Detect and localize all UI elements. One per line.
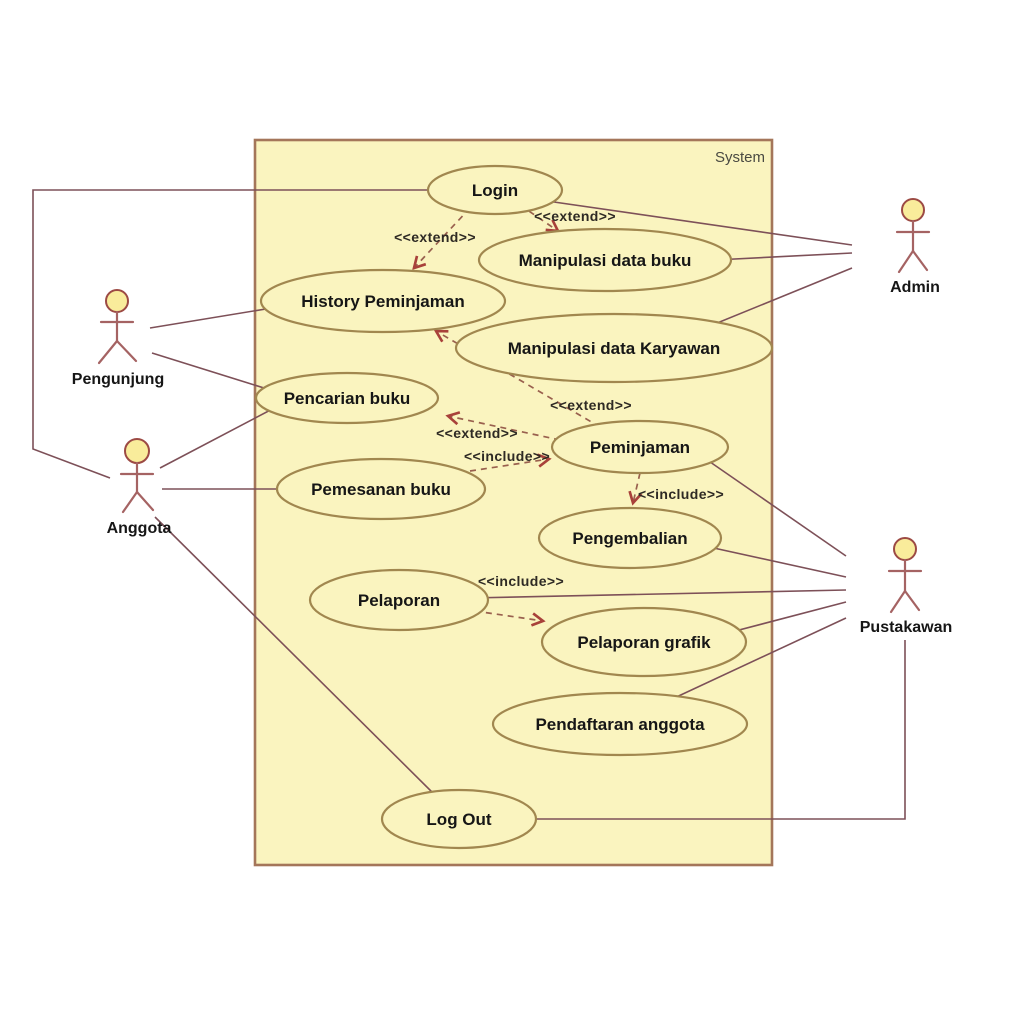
extend-label-peminjaman-history-peminjaman: <<extend>> (550, 397, 632, 413)
association-pustakawan-pendaftaran-anggota (669, 617, 847, 701)
actor-admin-head (901, 198, 925, 222)
association-admin-login (539, 199, 853, 246)
association-pustakawan-log-out (500, 640, 906, 820)
usecase-pemesanan-buku-ellipse (275, 457, 487, 521)
association-admin-manipulasi-data-buku (714, 252, 853, 261)
actor-pengunjung-head (105, 289, 129, 313)
include-arrow-peminjaman-pengembalian (633, 472, 640, 503)
association-anggota-log-out (154, 516, 441, 801)
usecase-pelaporan-grafik: Pelaporan grafik (540, 606, 748, 678)
usecase-peminjaman: Peminjaman (550, 419, 730, 475)
usecase-pengembalian-ellipse (537, 506, 723, 570)
usecase-manipulasi-data-buku-ellipse (477, 227, 733, 293)
usecase-login-label: Login (472, 181, 518, 200)
usecase-history-peminjaman: History Peminjaman (259, 268, 507, 334)
include-arrow-pelaporan-pelaporan-grafik (474, 610, 543, 621)
actor-pengunjung-right-leg (115, 339, 138, 363)
usecase-history-peminjaman-label: History Peminjaman (301, 292, 464, 311)
association-pustakawan-pelaporan (469, 589, 847, 599)
usecase-manipulasi-data-karyawan-label: Manipulasi data Karyawan (508, 339, 721, 358)
actor-pengunjung: Pengunjung (72, 289, 164, 388)
association-pengunjung-pencarian-buku (151, 352, 281, 394)
usecase-manipulasi-data-buku: Manipulasi data buku (477, 227, 733, 293)
usecase-pengembalian: Pengembalian (537, 506, 723, 570)
association-pustakawan-pengembalian (699, 544, 847, 578)
extend-label-peminjaman-pencarian-buku: <<extend>> (436, 425, 518, 441)
usecase-log-out: Log Out (380, 788, 538, 850)
usecase-manipulasi-data-karyawan-ellipse (454, 312, 774, 384)
actor-pustakawan: Pustakawan (860, 537, 952, 636)
actor-anggota-left-leg (121, 490, 139, 514)
usecase-pencarian-buku-label: Pencarian buku (284, 389, 411, 408)
usecase-pelaporan-grafik-ellipse (540, 606, 748, 678)
association-admin-manipulasi-data-karyawan (699, 267, 853, 331)
include-arrow-pemesanan-buku-peminjaman (469, 459, 549, 472)
usecase-manipulasi-data-buku-label: Manipulasi data buku (519, 251, 692, 270)
actor-anggota-head (124, 438, 150, 464)
usecase-peminjaman-ellipse (550, 419, 730, 475)
extend-arrow-peminjaman-pencarian-buku (448, 416, 561, 441)
actor-pustakawan-right-leg (903, 589, 921, 612)
usecase-pelaporan-grafik-label: Pelaporan grafik (577, 633, 711, 652)
association-pustakawan-pelaporan-grafik (719, 601, 847, 636)
association-anggota-pencarian-buku (159, 404, 281, 469)
usecase-pemesanan-buku: Pemesanan buku (275, 457, 487, 521)
extend-arrow-login-history-peminjaman (414, 207, 471, 268)
usecase-pendaftaran-anggota-label: Pendaftaran anggota (535, 715, 705, 734)
usecase-pencarian-buku: Pencarian buku (254, 371, 440, 425)
usecase-pencarian-buku-ellipse (254, 371, 440, 425)
usecase-pelaporan-label: Pelaporan (358, 591, 440, 610)
actor-pustakawan-head (893, 537, 917, 561)
usecase-pendaftaran-anggota-ellipse (491, 691, 749, 757)
usecase-manipulasi-data-karyawan: Manipulasi data Karyawan (454, 312, 774, 384)
include-label-pemesanan-buku-peminjaman: <<include>> (464, 448, 550, 464)
actor-pengunjung-label: Pengunjung (72, 371, 164, 388)
usecase-pelaporan: Pelaporan (308, 568, 490, 632)
actor-admin-left-leg (897, 249, 915, 274)
actor-pengunjung-left-leg (97, 339, 119, 365)
usecase-pemesanan-buku-label: Pemesanan buku (311, 480, 451, 499)
actor-admin-label: Admin (890, 279, 940, 296)
association-anggota-login (32, 189, 460, 479)
extend-arrow-login-manipulasi-data-buku (519, 204, 558, 231)
usecase-peminjaman-label: Peminjaman (590, 438, 690, 457)
usecase-pengembalian-label: Pengembalian (572, 529, 687, 548)
usecase-log-out-ellipse (380, 788, 538, 850)
include-label-pelaporan-pelaporan-grafik: <<include>> (478, 573, 564, 589)
usecase-login: Login (426, 164, 564, 216)
extend-label-login-history-peminjaman: <<extend>> (394, 229, 476, 245)
usecase-login-ellipse (426, 164, 564, 216)
association-pustakawan-peminjaman (699, 454, 847, 557)
include-label-peminjaman-pengembalian: <<include>> (638, 486, 724, 502)
extend-label-login-manipulasi-data-buku: <<extend>> (534, 208, 616, 224)
actor-anggota-label: Anggota (107, 520, 172, 537)
system-boundary-label: System (715, 149, 765, 166)
actor-pustakawan-label: Pustakawan (860, 619, 952, 636)
usecase-pelaporan-ellipse (308, 568, 490, 632)
actor-admin-right-leg (911, 249, 929, 272)
usecase-pendaftaran-anggota: Pendaftaran anggota (491, 691, 749, 757)
actor-pustakawan-left-leg (889, 589, 907, 614)
actor-anggota-right-leg (135, 490, 155, 512)
stereotype-labels: <<extend>> <<extend>> <<extend>> <<exten… (394, 208, 724, 589)
usecase-history-peminjaman-ellipse (259, 268, 507, 334)
actor-anggota: Anggota (107, 438, 172, 537)
actor-admin: Admin (890, 198, 940, 296)
usecase-log-out-label: Log Out (426, 810, 491, 829)
use-cases: Login Manipulasi data buku History Pemin… (254, 164, 774, 850)
association-lines (32, 189, 906, 820)
